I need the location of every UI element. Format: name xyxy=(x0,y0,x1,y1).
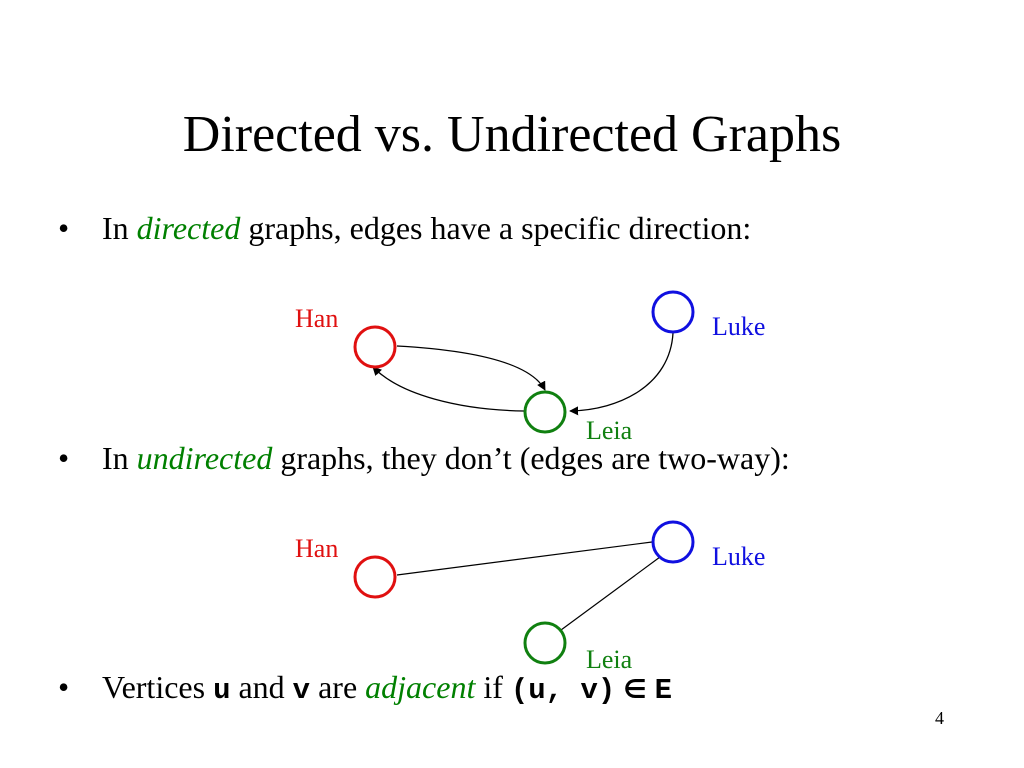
bullet-text-prefix: In xyxy=(102,210,137,246)
node-han xyxy=(353,325,397,369)
node-label-luke: Luke xyxy=(712,312,765,341)
edge-han-luke xyxy=(396,541,653,576)
bullet-text-suffix: graphs, edges have a specific direction: xyxy=(240,210,752,246)
edge-pair: (u, v) xyxy=(510,674,616,707)
node-leia xyxy=(523,390,567,434)
node-label-leia: Leia xyxy=(586,645,633,674)
bullet-text-part1: Vertices xyxy=(102,669,214,705)
bullet-undirected: • In undirected graphs, they don’t (edges… xyxy=(58,438,790,478)
bullet-text-prefix: In xyxy=(102,440,137,476)
bullet-adjacent: • Vertices u and v are adjacent if (u, v)… xyxy=(58,667,672,711)
bullet-marker: • xyxy=(58,210,70,246)
vertex-v: v xyxy=(292,674,311,707)
bullet-text-part3: are xyxy=(310,669,366,705)
bullet-text-part4: if xyxy=(475,669,511,705)
edge-set: E xyxy=(654,674,673,707)
node-label-han: Han xyxy=(295,534,338,563)
emphasis-adjacent: adjacent xyxy=(365,669,476,705)
node-luke xyxy=(651,290,695,334)
node-label-luke: Luke xyxy=(712,542,765,571)
node-han xyxy=(353,555,397,599)
bullet-text-part2: and xyxy=(230,669,293,705)
node-leia xyxy=(523,621,567,665)
element-of-symbol: ∈ xyxy=(623,675,647,705)
node-label-leia: Leia xyxy=(586,416,633,445)
bullet-marker: • xyxy=(58,440,70,476)
bullet-marker: • xyxy=(58,669,70,705)
emphasis-directed: directed xyxy=(136,210,241,246)
emphasis-undirected: undirected xyxy=(136,440,273,476)
vertex-u: u xyxy=(213,674,231,707)
node-luke xyxy=(651,520,695,564)
node-label-han: Han xyxy=(295,304,338,333)
edge-leia-to-han xyxy=(372,366,525,412)
edge-luke-leia xyxy=(560,556,661,631)
page-number: 4 xyxy=(935,708,944,728)
bullet-directed: • In directed graphs, edges have a specif… xyxy=(58,208,751,248)
edge-luke-to-leia xyxy=(569,332,674,416)
bullet-text-suffix: graphs, they don’t (edges are two-way): xyxy=(272,440,790,476)
slide-title: Directed vs. Undirected Graphs xyxy=(182,106,842,163)
edge-han-to-leia xyxy=(396,345,546,391)
